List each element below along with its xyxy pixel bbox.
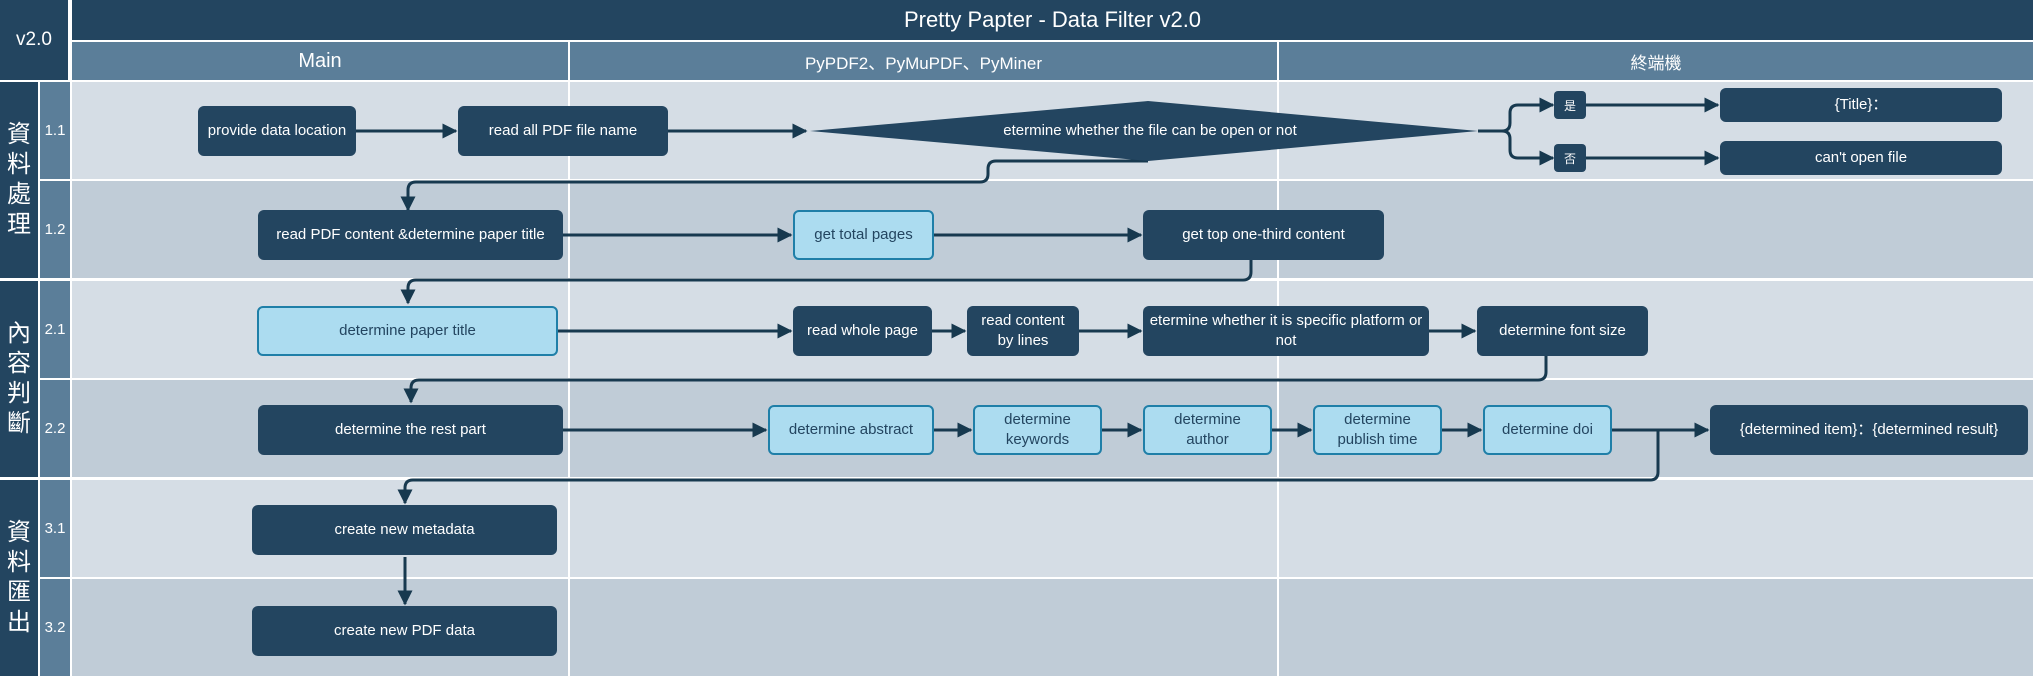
row-number-3-2: 3.2 [40, 579, 70, 676]
node-read-content-by-lines: read content by lines [967, 306, 1079, 356]
diagram-title-bar: Pretty Papter - Data Filter v2.0 [72, 0, 2033, 40]
lane-divider-1 [568, 82, 570, 682]
row-number-3-1: 3.1 [40, 480, 70, 577]
lane-label-main: Main [298, 49, 342, 72]
node-determine-abstract: determine abstract [768, 405, 934, 455]
edge-font-size-to-rest-part [403, 356, 1548, 404]
lane-header-libraries: PyPDF2、PyMuPDF、PyMiner [570, 42, 1277, 80]
edge-decision-to-read-content [400, 159, 1148, 212]
version-cell: v2.0 [0, 0, 70, 80]
edge-top-third-to-det-title [400, 260, 1253, 305]
tag-yes: 是 [1554, 91, 1586, 119]
node-cant-open-file: can't open file [1720, 141, 2002, 175]
tag-no: 否 [1554, 144, 1586, 172]
edge-doi-to-new-metadata [397, 430, 1660, 505]
node-read-whole-page: read whole page [793, 306, 932, 356]
node-get-total-pages: get total pages [793, 210, 934, 260]
lane-label-libraries: PyPDF2、PyMuPDF、PyMiner [804, 53, 1043, 73]
node-determine-publish-time: determine publish time [1313, 405, 1442, 455]
decision-diamond-shape [810, 101, 1478, 161]
row-number-1-2: 1.2 [40, 181, 70, 278]
node-determine-keywords: determine keywords [973, 405, 1102, 455]
node-determine-font-size: determine font size [1477, 306, 1648, 356]
node-provide-data-location: provide data location [198, 106, 356, 156]
lane-label-terminal: 終端機 [1630, 53, 1682, 73]
node-determine-paper-title: determine paper title [257, 306, 558, 356]
node-determine-author: determine author [1143, 405, 1272, 455]
node-read-pdf-content: read PDF content &determine paper title [258, 210, 563, 260]
group-label-content-judgment: 內容判斷 [0, 281, 38, 477]
lane-header-main: Main [72, 42, 568, 80]
node-create-new-metadata: create new metadata [252, 505, 557, 555]
node-decision-open: etermine whether the file can be open or… [1003, 122, 1297, 139]
row-number-2-2: 2.2 [40, 380, 70, 477]
version-label: v2.0 [16, 29, 52, 50]
node-specific-platform: etermine whether it is specific platform… [1143, 306, 1429, 356]
node-create-new-pdf-data: create new PDF data [252, 606, 557, 656]
node-read-all-pdf-file-name: read all PDF file name [458, 106, 668, 156]
node-determined-result: {determined item}：{determined result} [1710, 405, 2028, 455]
row-number-2-1: 2.1 [40, 281, 70, 378]
node-get-top-one-third: get top one-third content [1143, 210, 1384, 260]
node-title-output: {Title}： [1720, 88, 2002, 122]
diagram-title: Pretty Papter - Data Filter v2.0 [903, 7, 1202, 32]
lane-divider-2 [1277, 82, 1279, 682]
node-determine-rest-part: determine the rest part [258, 405, 563, 455]
edge-decision-to-no [1478, 129, 1555, 166]
group-label-data-processing: 資料處理 [0, 82, 38, 278]
node-determine-doi: determine doi [1483, 405, 1612, 455]
group-label-data-export: 資料匯出 [0, 480, 38, 676]
lane-header-terminal: 終端機 [1279, 42, 2033, 80]
row-number-1-1: 1.1 [40, 82, 70, 179]
